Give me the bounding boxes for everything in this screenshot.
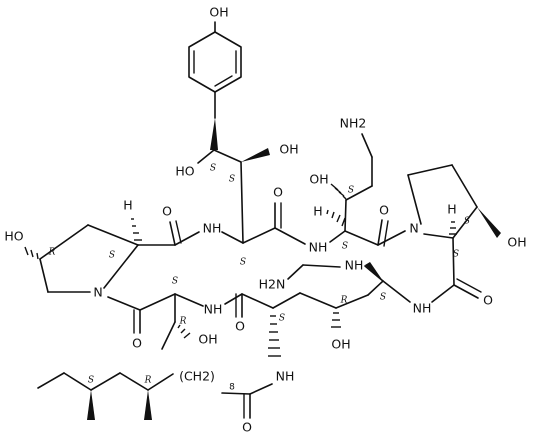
- oh-label-6: OH: [331, 337, 350, 352]
- hydroxyproline-ring-left: [39, 224, 139, 293]
- hash-to-nh-lipid: [268, 315, 281, 357]
- h2n-label: H2N: [259, 277, 286, 292]
- stereo-s-11: S: [380, 293, 386, 303]
- oh-label-4: OH: [507, 235, 526, 250]
- proline-n-label-2: N: [93, 285, 102, 300]
- hash-h-2: [449, 221, 457, 235]
- stereo-s-9: S: [172, 277, 178, 287]
- carbonyl-o-4: O: [483, 293, 493, 308]
- carbonyl-o-2: O: [273, 185, 283, 200]
- stereo-s-4: S: [342, 242, 348, 252]
- hash-oh-left: [24, 246, 39, 260]
- oh-label-3: OH: [309, 172, 328, 187]
- nh-label-5: NH: [345, 258, 364, 273]
- stereo-s-12: S: [88, 376, 94, 386]
- benzylic-wedge: [210, 118, 218, 150]
- nh2-label-1: NH2: [340, 116, 367, 131]
- oh-label-2: OH: [279, 142, 298, 157]
- nh-label-3: NH: [413, 301, 432, 316]
- hydroxyproline-ring-right: [407, 164, 478, 239]
- stereo-s-2: S: [229, 175, 235, 185]
- stereo-s-7: S: [453, 250, 459, 260]
- nh-label-6: NH: [276, 369, 295, 384]
- h-label-2: H: [447, 202, 456, 217]
- stereo-r-3: R: [340, 296, 348, 306]
- nh-label-1: NH: [203, 221, 222, 236]
- phenol-oh-label: OH: [209, 5, 228, 20]
- stereo-r-4: R: [144, 376, 152, 386]
- hash-h-1: [326, 209, 346, 227]
- stereo-r-1: R: [48, 248, 56, 258]
- stereo-s-5: S: [348, 186, 354, 196]
- hash-h-3: [131, 218, 142, 241]
- carbonyl-o-7: O: [242, 420, 252, 435]
- benzylic-ho-label: HO: [175, 164, 194, 179]
- h-label-1: H: [313, 204, 322, 219]
- ho-label-2: HO: [4, 229, 23, 244]
- oh-label-5: OH: [198, 332, 217, 347]
- proline-n-label-1: N: [409, 221, 418, 236]
- carbonyl-o-6: O: [235, 319, 245, 334]
- methyl-wedge-2: [87, 390, 95, 420]
- oh-wedge-ring-right: [477, 207, 501, 238]
- methyl-wedge-1: [144, 390, 152, 420]
- hash-oh-thr: [177, 324, 191, 339]
- ch2-count-label: 8: [229, 383, 235, 393]
- stereo-s-10: S: [279, 314, 285, 324]
- ch2-label: (CH2): [179, 369, 215, 384]
- hash-oh-1: [330, 183, 347, 200]
- stereo-s-6: S: [464, 217, 470, 227]
- nh-label-4: NH: [204, 302, 223, 317]
- carbonyl-o-1: O: [162, 204, 172, 219]
- oh-wedge-2: [241, 148, 270, 162]
- hash-oh-lower: [331, 312, 341, 328]
- carbonyl-o-5: O: [132, 336, 142, 351]
- phenol-ring: [188, 21, 242, 93]
- stereo-s-1: S: [210, 164, 216, 174]
- h-label-3: H: [123, 198, 132, 213]
- stereo-r-2: R: [179, 317, 187, 327]
- nh-wedge: [365, 262, 383, 281]
- stereo-s-8: S: [109, 251, 115, 261]
- stereo-s-3: S: [240, 258, 246, 268]
- carbonyl-o-3: O: [379, 203, 389, 218]
- nh-label-2: NH: [309, 240, 328, 255]
